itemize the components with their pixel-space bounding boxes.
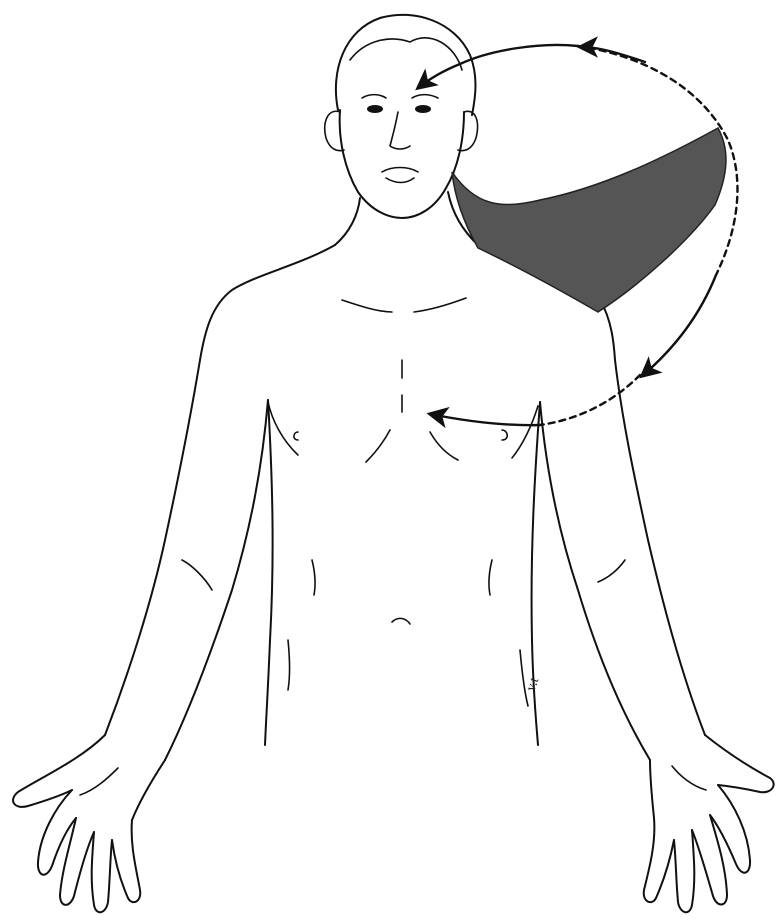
- arrow-to-right-chest: [642, 275, 716, 376]
- left-arm: [105, 360, 268, 760]
- left-hand: [13, 735, 165, 912]
- right-hand: [644, 735, 774, 912]
- arrow-to-head: [418, 45, 578, 88]
- right-eye: [415, 105, 431, 113]
- referral-zone: [452, 128, 726, 312]
- arrow-to-sternum: [430, 414, 540, 425]
- right-nipple: [502, 430, 507, 440]
- left-eye: [367, 105, 383, 113]
- left-nipple: [294, 432, 298, 440]
- artist-signature: v.t: [524, 675, 543, 693]
